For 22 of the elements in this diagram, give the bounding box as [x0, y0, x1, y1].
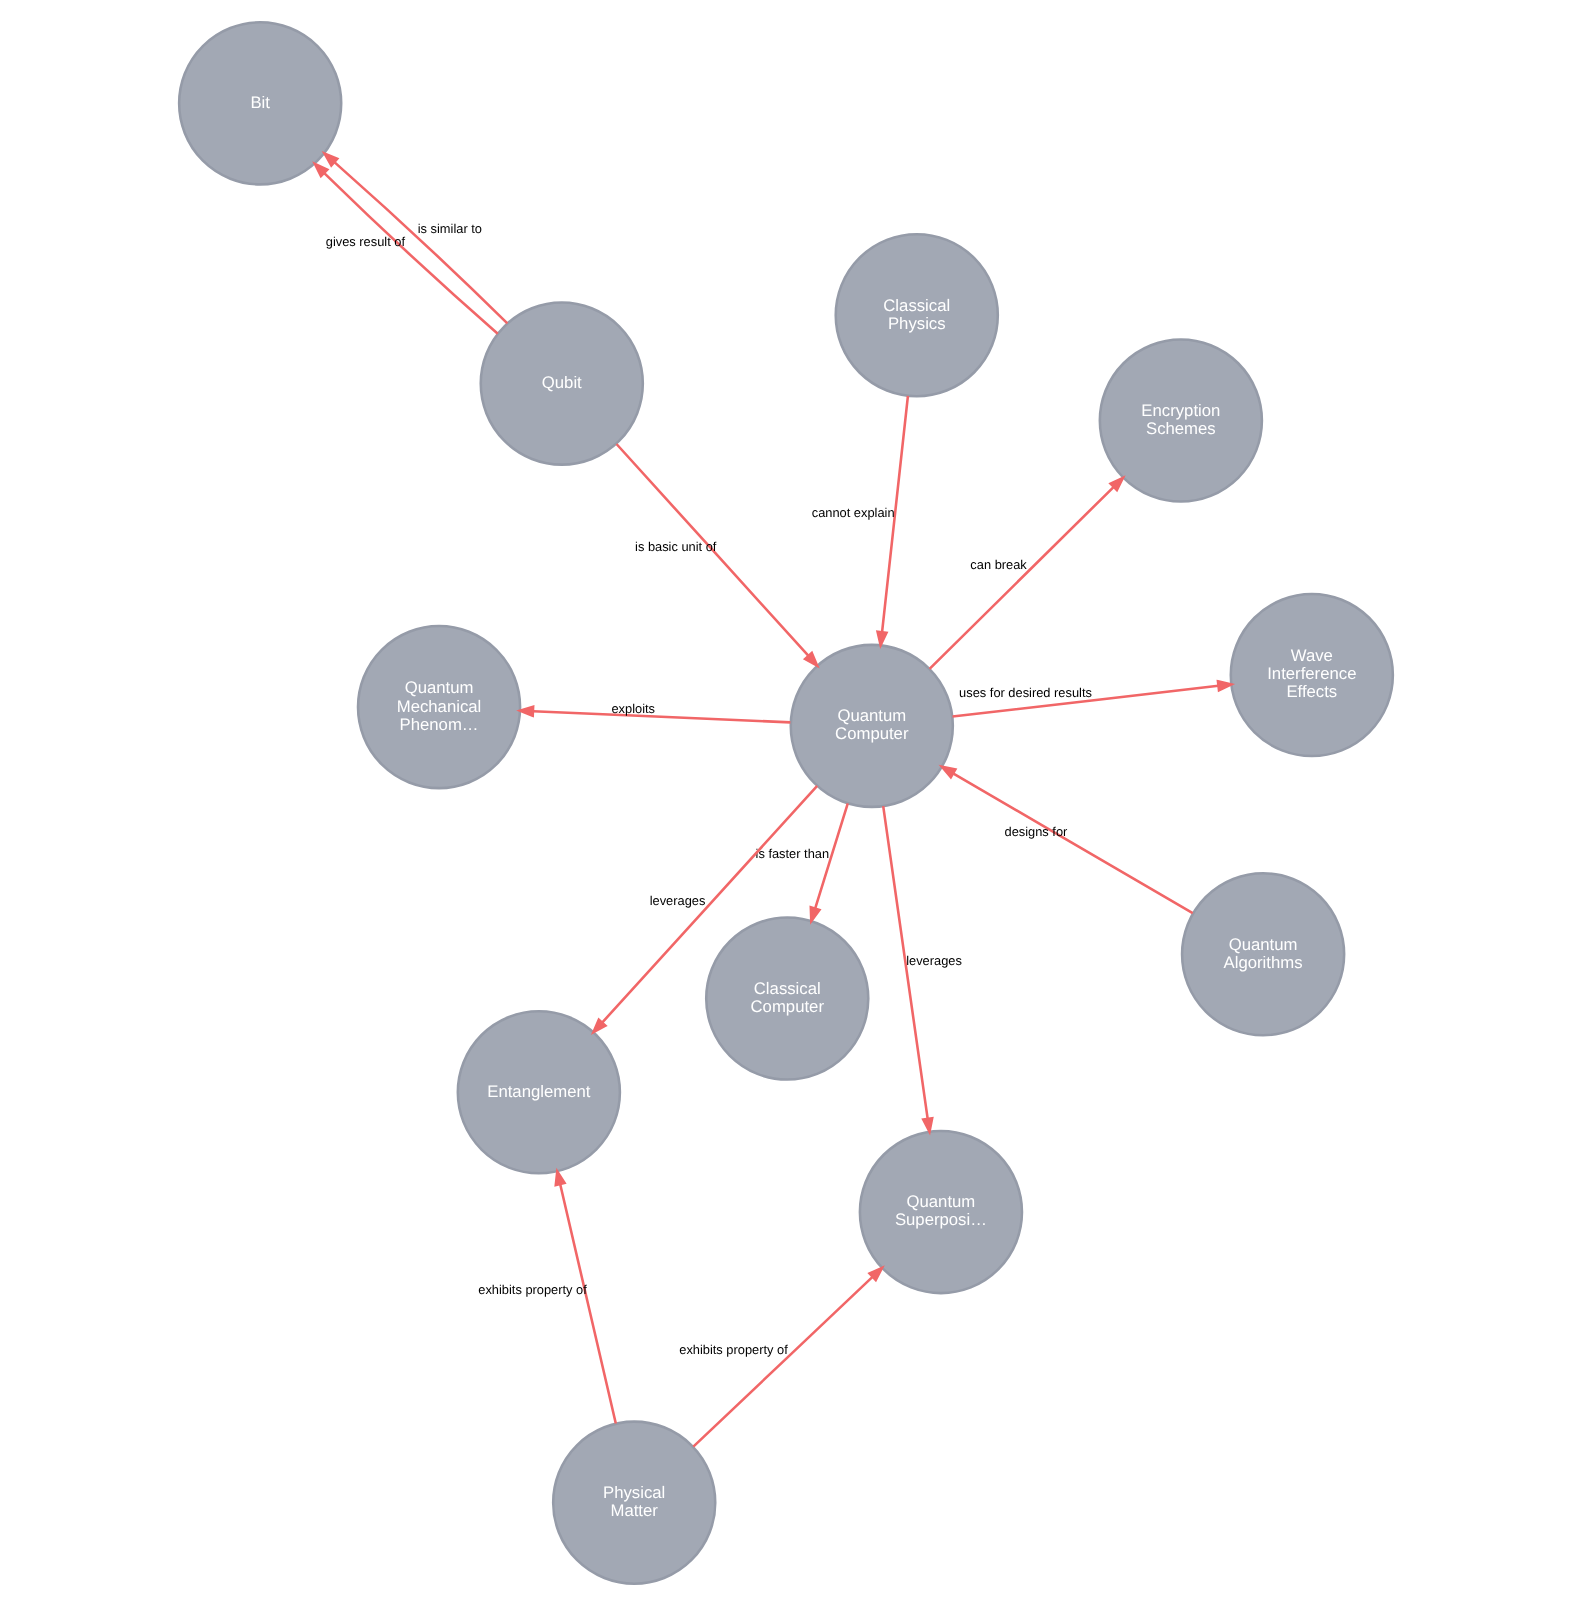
node-circle: Qubit: [478, 301, 644, 466]
node-circle: Quantum Algorithms: [1179, 871, 1345, 1037]
node-circle: Wave Interference Effects: [1228, 592, 1394, 758]
node-circle: Classical Computer: [703, 916, 869, 1081]
arrow: [937, 764, 1193, 915]
arrow: [614, 443, 819, 669]
node-circle: Encryption Schemes: [1097, 338, 1263, 503]
arrow: [589, 785, 818, 1036]
arrow: [553, 1167, 617, 1424]
node-circle: Entanglement: [455, 1009, 621, 1175]
node-circle: Classical Physics: [833, 232, 999, 398]
node-circle: Quantum Computer: [788, 643, 954, 809]
arrow: [880, 805, 933, 1136]
arrow: [691, 1265, 884, 1448]
node-circle: Physical Matter: [550, 1420, 716, 1585]
arrow: [808, 802, 848, 925]
node-circle: Quantum Mechanical Phenom…: [355, 624, 521, 790]
arrow: [927, 475, 1125, 670]
node-circle: Quantum Superposi…: [857, 1129, 1023, 1295]
arrow: [515, 704, 790, 724]
arrow: [874, 395, 909, 649]
arrow: [951, 679, 1235, 718]
